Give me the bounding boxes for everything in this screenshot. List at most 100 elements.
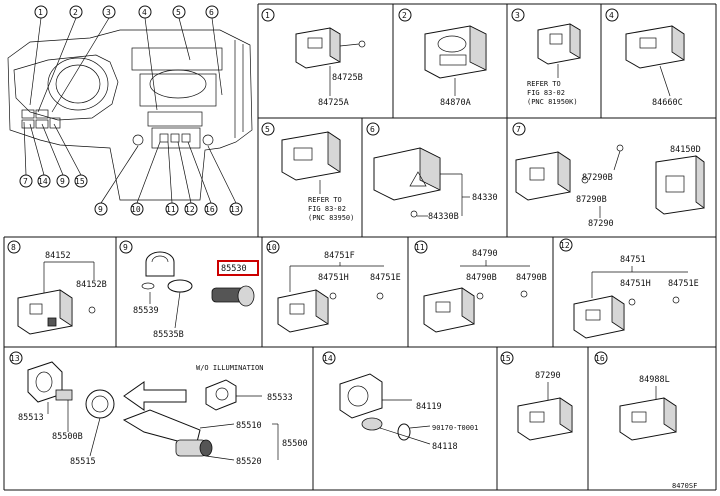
svg-text:16: 16	[595, 354, 605, 363]
callout-5: 5	[172, 5, 186, 19]
svg-text:4: 4	[142, 8, 147, 17]
svg-text:85510: 85510	[236, 421, 262, 431]
section-13: 13 W/O ILLUMINATION 85533 85513 85500B 8…	[9, 351, 308, 467]
svg-text:2: 2	[73, 8, 78, 17]
svg-text:84751F: 84751F	[324, 251, 355, 261]
svg-text:(PNC 81950K): (PNC 81950K)	[527, 98, 578, 106]
svg-text:11: 11	[415, 243, 425, 252]
svg-text:84725B: 84725B	[332, 73, 363, 83]
svg-text:9: 9	[98, 205, 103, 214]
svg-text:6: 6	[370, 125, 375, 134]
svg-text:84330B: 84330B	[428, 212, 459, 222]
section-5: 5 REFER TO FIG 83-02 (PNC 83950)	[261, 122, 354, 222]
svg-text:84152B: 84152B	[76, 280, 107, 290]
svg-text:84790B: 84790B	[466, 273, 497, 283]
section-6: 6 84330 84330B	[366, 122, 498, 222]
svg-text:13: 13	[230, 205, 240, 214]
svg-text:85520: 85520	[236, 457, 262, 467]
callout-4: 4	[138, 5, 152, 19]
svg-text:85530: 85530	[221, 264, 247, 274]
callout-1: 1	[34, 5, 48, 19]
svg-text:84119: 84119	[416, 402, 442, 412]
section-4: 4 84660C	[605, 8, 685, 108]
svg-text:85539: 85539	[133, 306, 159, 316]
svg-text:15: 15	[501, 354, 511, 363]
section-15: 15 87290	[500, 351, 573, 441]
svg-text:13: 13	[10, 354, 20, 363]
svg-text:85513: 85513	[18, 413, 44, 423]
svg-text:6: 6	[209, 8, 214, 17]
highlight-box	[217, 260, 259, 276]
svg-text:84751H: 84751H	[318, 273, 349, 283]
svg-text:84751E: 84751E	[370, 273, 401, 283]
svg-text:85535B: 85535B	[153, 330, 184, 340]
svg-text:16: 16	[205, 205, 215, 214]
svg-text:10: 10	[267, 243, 277, 252]
svg-text:12: 12	[185, 205, 195, 214]
svg-text:87290B: 87290B	[582, 173, 613, 183]
section-2: 2 84870A	[398, 8, 487, 108]
svg-text:4: 4	[609, 11, 614, 20]
svg-text:FIG 83-02: FIG 83-02	[308, 205, 346, 213]
grid-lines	[3, 3, 717, 491]
svg-text:1: 1	[38, 8, 43, 17]
callout-15: 15	[74, 174, 88, 188]
svg-text:85500: 85500	[282, 439, 308, 449]
section-8: 8 84152 84152B	[7, 240, 107, 335]
svg-text:84751: 84751	[620, 255, 646, 265]
section-1: 1 84725B 84725A	[261, 8, 366, 108]
svg-text:REFER TO: REFER TO	[527, 80, 561, 88]
svg-text:5: 5	[176, 8, 181, 17]
svg-text:7: 7	[23, 177, 28, 186]
callout-7: 7	[19, 174, 33, 188]
section-9: 9 85530 85539 85535B	[119, 240, 259, 340]
svg-text:85500B: 85500B	[52, 432, 83, 442]
svg-text:84118: 84118	[432, 442, 458, 452]
callout-3: 3	[102, 5, 116, 19]
svg-text:84150D: 84150D	[670, 145, 701, 155]
svg-text:2: 2	[402, 11, 407, 20]
svg-text:87290: 87290	[535, 371, 561, 381]
svg-text:7: 7	[516, 125, 521, 134]
svg-text:(PNC 83950): (PNC 83950)	[308, 214, 354, 222]
svg-text:15: 15	[75, 177, 85, 186]
svg-text:84751H: 84751H	[620, 279, 651, 289]
diagram-code: 8470SF	[672, 482, 697, 490]
svg-text:84790: 84790	[472, 249, 498, 259]
svg-text:84870A: 84870A	[440, 98, 471, 108]
svg-text:84725A: 84725A	[318, 98, 349, 108]
callout-6: 6	[205, 5, 219, 19]
section-10: 10 84751F 84751H 84751E	[266, 240, 401, 333]
svg-text:90170-T0001: 90170-T0001	[432, 424, 478, 432]
svg-text:11: 11	[166, 205, 176, 214]
svg-text:84988L: 84988L	[639, 375, 670, 385]
svg-text:1: 1	[265, 11, 270, 20]
svg-text:87290B: 87290B	[576, 195, 607, 205]
callout-2: 2	[69, 5, 83, 19]
svg-text:10: 10	[131, 205, 141, 214]
svg-text:5: 5	[265, 125, 270, 134]
svg-text:W/O ILLUMINATION: W/O ILLUMINATION	[196, 364, 263, 372]
svg-text:3: 3	[106, 8, 111, 17]
svg-text:85515: 85515	[70, 457, 96, 467]
section-3: 3 REFER TO FIG 83-02 (PNC 81950K)	[511, 8, 581, 106]
svg-text:8: 8	[11, 243, 16, 252]
svg-text:REFER TO: REFER TO	[308, 196, 342, 204]
svg-text:12: 12	[560, 241, 570, 250]
svg-text:9: 9	[123, 243, 128, 252]
section-12: 12 84751 84751H 84751E	[559, 238, 699, 339]
svg-text:85533: 85533	[267, 393, 293, 403]
svg-text:84790B: 84790B	[516, 273, 547, 283]
svg-text:9: 9	[60, 177, 65, 186]
callout-16: 16	[204, 202, 218, 216]
svg-text:14: 14	[323, 354, 333, 363]
section-11: 11 84790 84790B 84790B	[414, 240, 547, 333]
callout-14: 14	[37, 174, 51, 188]
dashboard-overview: 1 2 3 4 5 6 7 14 9	[7, 5, 253, 216]
section-14: 14 84119 90170-T0001 84118	[322, 351, 478, 452]
callout-9: 9	[94, 202, 108, 216]
svg-text:14: 14	[38, 177, 48, 186]
callout-12: 12	[184, 202, 198, 216]
callout-10: 10	[130, 202, 144, 216]
